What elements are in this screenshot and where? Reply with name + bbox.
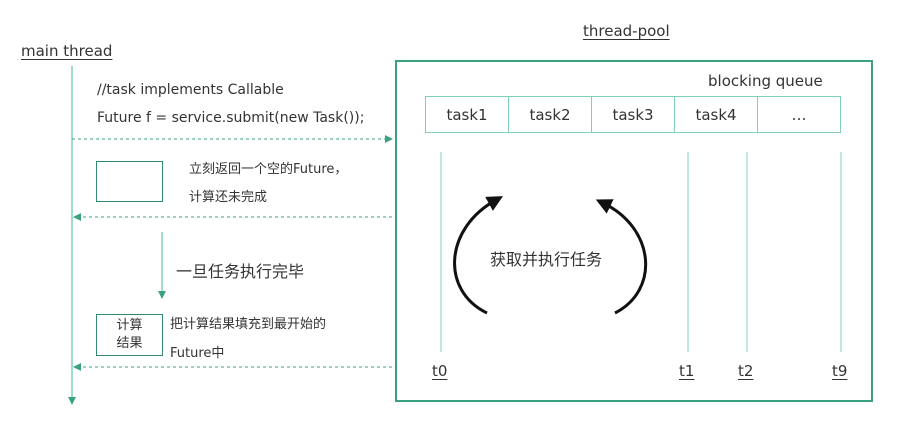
time-label-t0: t0 (432, 362, 448, 380)
time-label-t9: t9 (832, 362, 848, 380)
time-label-t2: t2 (738, 362, 754, 380)
wait-note: 一旦任务执行完毕 (176, 262, 305, 281)
queue-cell-task1: task1 (426, 97, 509, 132)
fill-note-line2: Future中 (170, 346, 225, 361)
blocking-queue: task1 task2 task3 task4 … (425, 96, 841, 133)
time-label-t1: t1 (679, 362, 695, 380)
main-thread-label: main thread (21, 42, 113, 60)
fetch-label: 获取并执行任务 (490, 250, 603, 269)
result-box-line2: 结果 (116, 336, 143, 351)
return-note-line1: 立刻返回一个空的Future， (189, 162, 348, 177)
fetch-arrow-left (453, 196, 504, 315)
submit-code-comment: //task implements Callable (97, 82, 284, 98)
empty-future-box (96, 161, 163, 202)
fetch-arrow-right (595, 199, 648, 315)
return-note-line2: 计算还未完成 (189, 190, 268, 205)
queue-cell-task2: task2 (509, 97, 592, 132)
thread-pool-box (395, 60, 873, 402)
result-box: 计算 结果 (96, 314, 163, 356)
submit-code-call: Future f = service.submit(new Task()); (97, 110, 365, 126)
thread-pool-label: thread-pool (583, 22, 670, 40)
queue-cell-task4: task4 (675, 97, 758, 132)
queue-cell-task3: task3 (592, 97, 675, 132)
result-box-line1: 计算 (116, 318, 143, 333)
fill-note-line1: 把计算结果填充到最开始的 (170, 317, 327, 332)
blocking-queue-label: blocking queue (708, 72, 823, 90)
queue-cell-more: … (791, 105, 807, 124)
